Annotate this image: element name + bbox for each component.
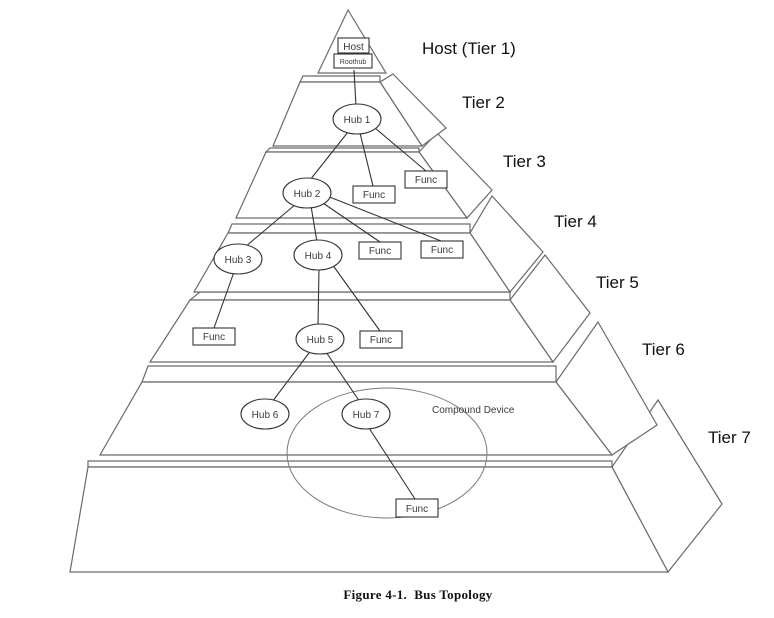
link-hub1-func-b xyxy=(374,127,427,172)
tier-labels: Host (Tier 1) Tier 2 Tier 3 Tier 4 Tier … xyxy=(422,39,751,447)
link-hub5-hub6 xyxy=(271,352,310,403)
func-tier3-b: Func xyxy=(404,170,448,189)
hub-3-label: Hub 3 xyxy=(225,255,252,266)
func-tier5-b: Func xyxy=(359,330,403,349)
hubs: Hub 1 Hub 2 Hub 3 Hub 4 Hub 5 Hub 6 Hub … xyxy=(213,103,391,430)
tier-7-label: Tier 7 xyxy=(708,428,751,447)
compound-device-boundary xyxy=(286,387,488,519)
link-hub1-func-a xyxy=(359,132,374,187)
compound-device-label: Compound Device xyxy=(432,405,515,416)
hub-3: Hub 3 xyxy=(213,243,263,275)
hub-6-label: Hub 6 xyxy=(252,410,279,421)
func-tier5-b-label: Func xyxy=(370,335,392,346)
figure-caption: Figure 4-1. Bus Topology xyxy=(343,587,492,602)
hub-7-label: Hub 7 xyxy=(353,410,380,421)
tier-2-label: Tier 2 xyxy=(462,93,505,112)
hub-4: Hub 4 xyxy=(293,239,343,271)
func-tier4-b: Func xyxy=(420,240,464,259)
link-hub2-func-b xyxy=(326,195,442,242)
link-hub1-hub2 xyxy=(309,131,349,181)
hub-5-label: Hub 5 xyxy=(307,335,334,346)
hub-4-label: Hub 4 xyxy=(305,251,332,262)
hub-6: Hub 6 xyxy=(240,398,290,430)
hub-2-label: Hub 2 xyxy=(294,189,321,200)
hub-1: Hub 1 xyxy=(332,103,382,135)
host-node: Host Roothub xyxy=(333,37,373,69)
link-hub2-hub4 xyxy=(310,205,318,243)
link-hub3-func xyxy=(213,271,235,329)
tier-6-label: Tier 6 xyxy=(642,340,685,359)
hub-2: Hub 2 xyxy=(282,177,332,209)
func-tier3-a-label: Func xyxy=(363,190,385,201)
func-tier7-label: Func xyxy=(406,504,428,515)
func-tier5-a: Func xyxy=(192,327,236,346)
link-hub7-func xyxy=(368,427,416,500)
func-tier4-a: Func xyxy=(358,241,402,260)
functions: Func Func Func Func Func Func Func xyxy=(192,170,464,518)
hub-7: Hub 7 xyxy=(341,398,391,430)
link-hub5-hub7 xyxy=(325,351,361,403)
link-host-hub1 xyxy=(353,69,357,107)
root-hub-label: Roothub xyxy=(340,59,367,66)
host-label: Host xyxy=(343,42,364,53)
func-tier4-a-label: Func xyxy=(369,246,391,257)
hub-5: Hub 5 xyxy=(295,323,345,355)
tier-5-slab xyxy=(148,254,591,364)
root-hub xyxy=(333,53,373,69)
func-tier7: Func xyxy=(395,498,439,518)
link-hub2-hub3 xyxy=(244,203,297,248)
tier-4-label: Tier 4 xyxy=(554,212,597,231)
tier-5-label: Tier 5 xyxy=(596,273,639,292)
link-hub4-func xyxy=(331,263,381,332)
hub-1-label: Hub 1 xyxy=(344,115,371,126)
tier-2-slab xyxy=(272,73,447,147)
func-tier3-b-label: Func xyxy=(415,175,437,186)
tier-3-label: Tier 3 xyxy=(503,152,546,171)
link-hub4-hub5 xyxy=(317,267,320,326)
tier-1-label: Host (Tier 1) xyxy=(422,39,516,58)
link-hub2-func-a xyxy=(319,200,381,243)
func-tier5-a-label: Func xyxy=(203,332,225,343)
connection-lines xyxy=(213,69,442,500)
func-tier3-a: Func xyxy=(352,185,396,204)
tier-7-slab xyxy=(69,398,723,574)
func-tier4-b-label: Func xyxy=(431,245,453,256)
